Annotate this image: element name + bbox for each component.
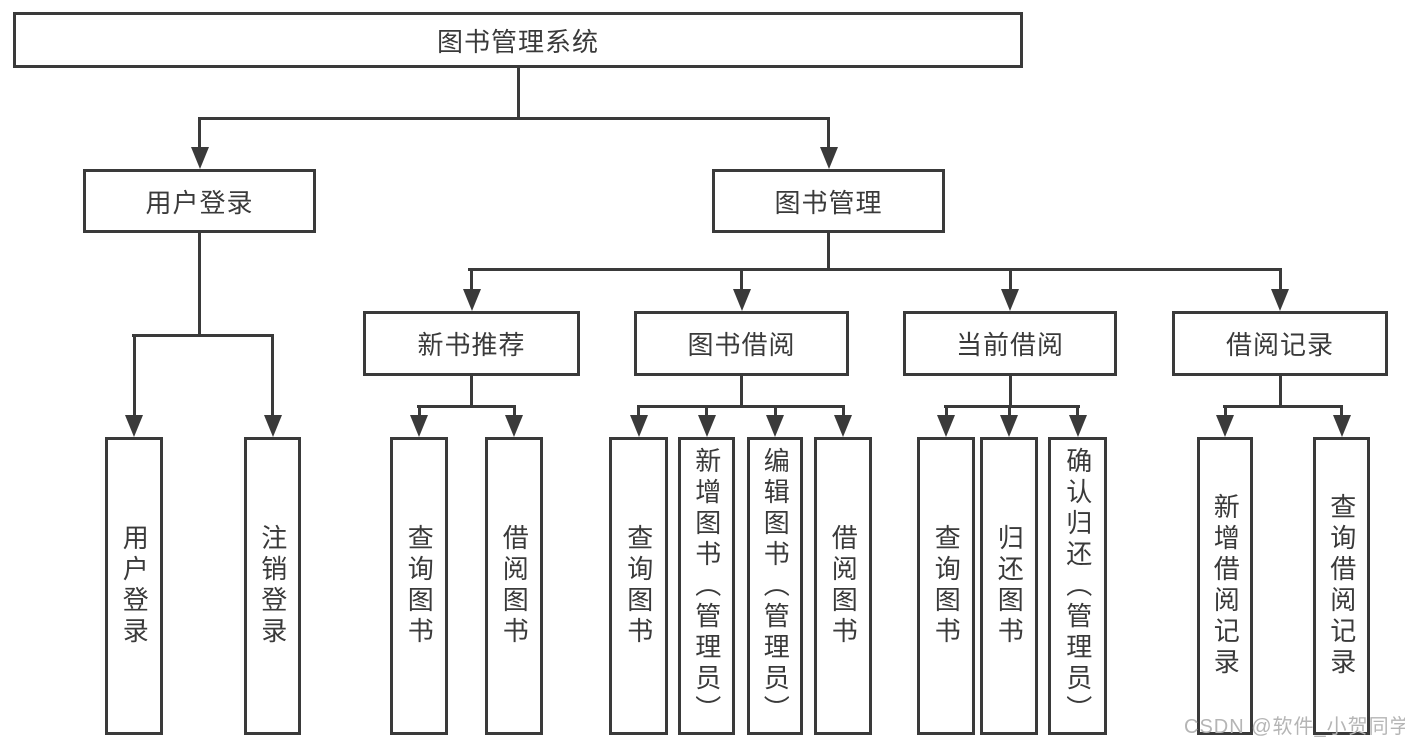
connector-line — [516, 66, 520, 119]
leaf-label: 查询图书 — [931, 524, 962, 648]
leaf-label: 查询借阅记录 — [1326, 493, 1357, 679]
node-book-borrow-label: 图书借阅 — [687, 330, 796, 360]
leaf-query-books-recommend: 查询图书 — [390, 437, 448, 735]
leaf-label: 归还图书 — [994, 524, 1025, 648]
leaf-return-books: 归还图书 — [980, 437, 1038, 735]
arrowhead-down-icon — [1216, 415, 1234, 437]
connector-line — [740, 374, 743, 407]
arrowhead-down-icon — [732, 289, 751, 311]
connector-line — [1008, 268, 1012, 291]
arrowhead-down-icon — [1068, 415, 1087, 437]
arrowhead-down-icon — [462, 289, 481, 311]
arrowhead-down-icon — [410, 415, 428, 437]
leaf-query-books-current: 查询图书 — [917, 437, 975, 735]
node-new-book-recommend: 新书推荐 — [363, 311, 580, 376]
node-book-borrow: 图书借阅 — [634, 311, 849, 376]
leaf-user-login: 用户登录 — [105, 437, 163, 735]
leaf-add-borrow-record: 新增借阅记录 — [1197, 437, 1253, 735]
arrowhead-down-icon — [125, 415, 143, 437]
connector-line — [417, 405, 516, 408]
leaf-label: 注销登录 — [257, 524, 288, 648]
connector-line — [827, 231, 830, 271]
connector-line — [637, 405, 845, 408]
connector-line — [198, 117, 830, 120]
connector-line — [1223, 405, 1227, 419]
arrowhead-down-icon — [937, 415, 955, 437]
arrowhead-down-icon — [629, 415, 648, 437]
node-user-login-label: 用户登录 — [145, 187, 254, 218]
connector-line — [773, 405, 777, 419]
connector-line — [841, 405, 845, 419]
leaf-label: 借阅图书 — [828, 524, 859, 648]
arrowhead-down-icon — [505, 415, 523, 437]
leaf-borrow-books: 借阅图书 — [814, 437, 872, 735]
connector-line — [1076, 405, 1079, 419]
leaf-label: 查询图书 — [623, 524, 654, 648]
connector-line — [827, 117, 830, 151]
csdn-watermark: CSDN @软件_小贺同学 — [1184, 716, 1405, 738]
node-book-management-label: 图书管理 — [774, 187, 883, 218]
arrowhead-down-icon — [697, 415, 716, 437]
leaf-label: 确认归还（管理员） — [1062, 446, 1093, 726]
node-borrow-records: 借阅记录 — [1172, 311, 1388, 376]
node-book-management: 图书管理 — [712, 169, 945, 233]
connector-line — [705, 405, 708, 419]
leaf-query-books-borrow: 查询图书 — [609, 437, 668, 735]
node-root: 图书管理系统 — [13, 12, 1023, 68]
connector-line — [1007, 405, 1011, 419]
arrowhead-down-icon — [263, 415, 282, 437]
arrowhead-down-icon — [1332, 415, 1351, 437]
node-user-login: 用户登录 — [83, 169, 316, 233]
connector-line — [1223, 405, 1343, 408]
leaf-logout: 注销登录 — [244, 437, 301, 735]
arrowhead-down-icon — [834, 415, 852, 437]
connector-line — [1278, 268, 1282, 291]
connector-line — [740, 268, 743, 291]
node-root-label: 图书管理系统 — [436, 26, 599, 57]
connector-line — [1340, 405, 1343, 419]
leaf-label: 借阅图书 — [499, 524, 530, 648]
connector-line — [1278, 374, 1282, 407]
arrowhead-down-icon — [1271, 289, 1289, 311]
leaf-confirm-return-admin: 确认归还（管理员） — [1048, 437, 1107, 735]
node-new-book-recommend-label: 新书推荐 — [417, 330, 526, 360]
arrowhead-down-icon — [1001, 289, 1019, 311]
leaf-edit-books-admin: 编辑图书（管理员） — [747, 437, 803, 735]
connector-line — [132, 334, 136, 415]
connector-line — [1008, 374, 1012, 407]
connector-line — [637, 405, 640, 419]
leaf-query-borrow-record: 查询借阅记录 — [1313, 437, 1370, 735]
leaf-label: 编辑图书（管理员） — [760, 446, 791, 726]
connector-line — [512, 405, 516, 419]
arrowhead-down-icon — [819, 147, 838, 169]
node-current-borrow: 当前借阅 — [903, 311, 1117, 376]
arrowhead-down-icon — [1000, 415, 1018, 437]
arrowhead-down-icon — [190, 147, 209, 169]
leaf-label: 新增图书（管理员） — [691, 446, 722, 726]
connector-line — [198, 117, 201, 151]
connector-line — [271, 334, 274, 415]
connector-line — [132, 334, 274, 337]
leaf-label: 查询图书 — [404, 524, 435, 648]
leaf-add-books-admin: 新增图书（管理员） — [678, 437, 735, 735]
leaf-borrow-books-recommend: 借阅图书 — [485, 437, 543, 735]
arrowhead-down-icon — [766, 415, 784, 437]
leaf-label: 用户登录 — [119, 524, 150, 648]
connector-line — [417, 405, 421, 419]
connector-line — [198, 231, 201, 336]
node-current-borrow-label: 当前借阅 — [955, 330, 1064, 360]
node-borrow-records-label: 借阅记录 — [1225, 330, 1334, 360]
connector-line — [470, 374, 473, 407]
connector-line — [944, 405, 948, 419]
leaf-label: 新增借阅记录 — [1210, 493, 1241, 679]
connector-line — [944, 405, 1080, 408]
connector-line — [470, 268, 473, 291]
connector-line — [468, 268, 1282, 271]
